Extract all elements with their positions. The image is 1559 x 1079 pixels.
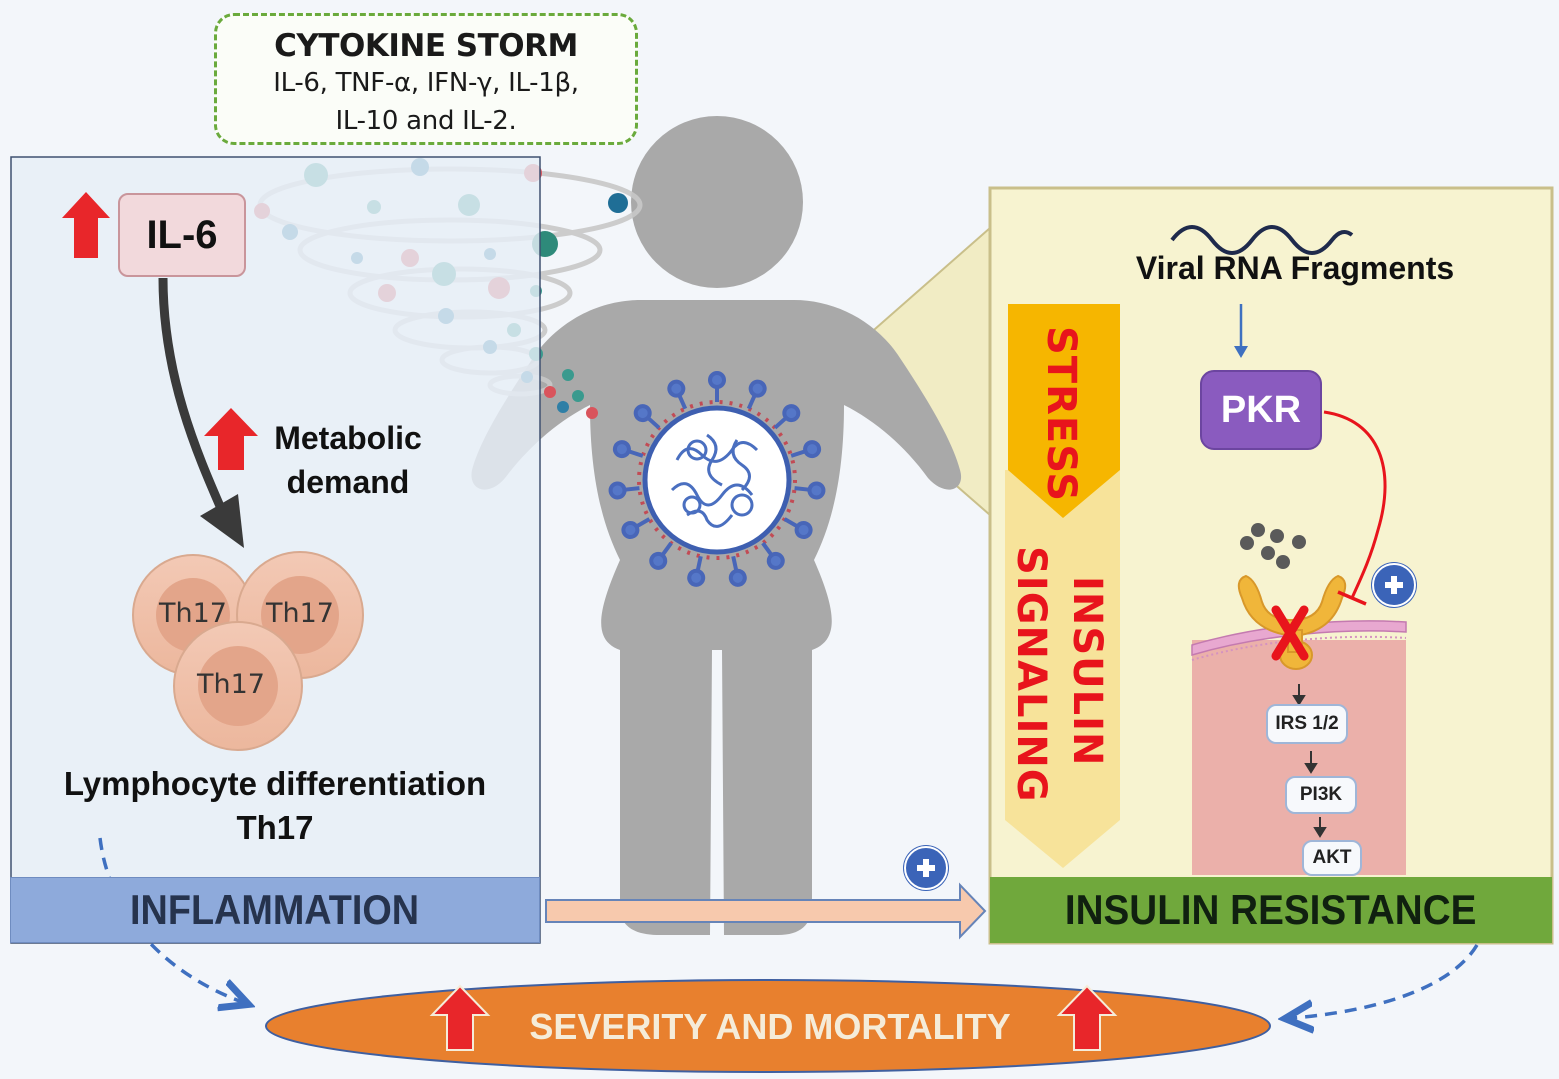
severity-mortality-banner: SEVERITY AND MORTALITY [268,980,1272,1074]
akt-box: AKT [1302,840,1362,876]
human-silhouette [471,116,962,935]
plus-icon [1372,563,1416,607]
il6-box: IL-6 [118,193,246,277]
severity-label: SEVERITY AND MORTALITY [529,1006,1011,1047]
plus-glyph [1385,576,1403,594]
cytokine-storm-box: CYTOKINE STORM IL-6, TNF-α, IFN-γ, IL-1β… [214,13,638,145]
cell-interior [1192,640,1406,875]
resistance-to-severity-arrow [1292,944,1479,1018]
membrane-texture [1191,635,1407,661]
irs-box: IRS 1/2 [1266,704,1348,744]
inflammation-bar: INFLAMMATION [10,877,540,943]
metabolic-demand-label: Metabolic demand [256,416,440,504]
virus-icon [608,371,826,587]
il6-to-th17-arrowhead [200,494,244,548]
lymphocyte-line2: Th17 [236,809,314,846]
cytokine-list-line1: IL-6, TNF-α, IFN-γ, IL-1β, [273,68,579,98]
pkr-inhibition-line [1323,410,1387,599]
insulin-resistance-label: INSULIN RESISTANCE [1065,886,1477,933]
x-mark-icon [1271,605,1309,661]
plus-icon [904,846,948,890]
signaling-label: SIGNALING [1008,546,1054,803]
severity-ellipse [265,979,1271,1073]
viral-rna-label: Viral RNA Fragments [1135,250,1455,286]
viral-rna-icon [1170,225,1354,255]
up-arrow-icon [429,984,491,1051]
insulin-particles [1240,523,1306,569]
inflammation-label: INFLAMMATION [130,886,420,933]
th17-cell-label: Th17 [197,669,265,700]
insulin-resistance-bar: INSULIN RESISTANCE [990,877,1552,943]
stress-arrow [1008,304,1120,518]
cytokine-storm-title: CYTOKINE STORM [274,28,578,64]
inflammation-to-severity-arrow [98,837,242,1002]
rna-to-pkr-arrowhead [1234,346,1248,358]
metabolic-line1: Metabolic [274,420,422,456]
plus-glyph [917,859,935,877]
stress-label: STRESS [1038,326,1084,503]
inflammation-to-resistance-arrow [545,882,987,940]
pkr-box: PKR [1200,370,1322,450]
left-panel-frame [10,156,541,944]
lymphocyte-line1: Lymphocyte differentiation [63,765,487,802]
up-arrow-icon [1056,984,1118,1051]
up-arrow-icon [62,192,110,258]
insulin-signaling-arrow [1005,470,1120,868]
pathway-arrows [1292,684,1327,838]
inhibition-bar [1337,590,1367,606]
il6-to-th17-arrow [158,277,231,522]
lymphocyte-differentiation-label: Lymphocyte differentiation Th17 [20,762,530,850]
up-arrow-icon [204,408,258,470]
th17-cell-label: Th17 [159,598,227,629]
th17-cell-label: Th17 [266,598,334,629]
insulin-label: INSULIN [1064,576,1110,767]
th17-cells [132,551,364,751]
cell-membrane [1191,620,1407,657]
pi3k-box: PI3K [1285,776,1357,814]
cytokine-list-line2: IL-10 and IL-2. [335,106,517,136]
metabolic-line2: demand [286,464,410,500]
